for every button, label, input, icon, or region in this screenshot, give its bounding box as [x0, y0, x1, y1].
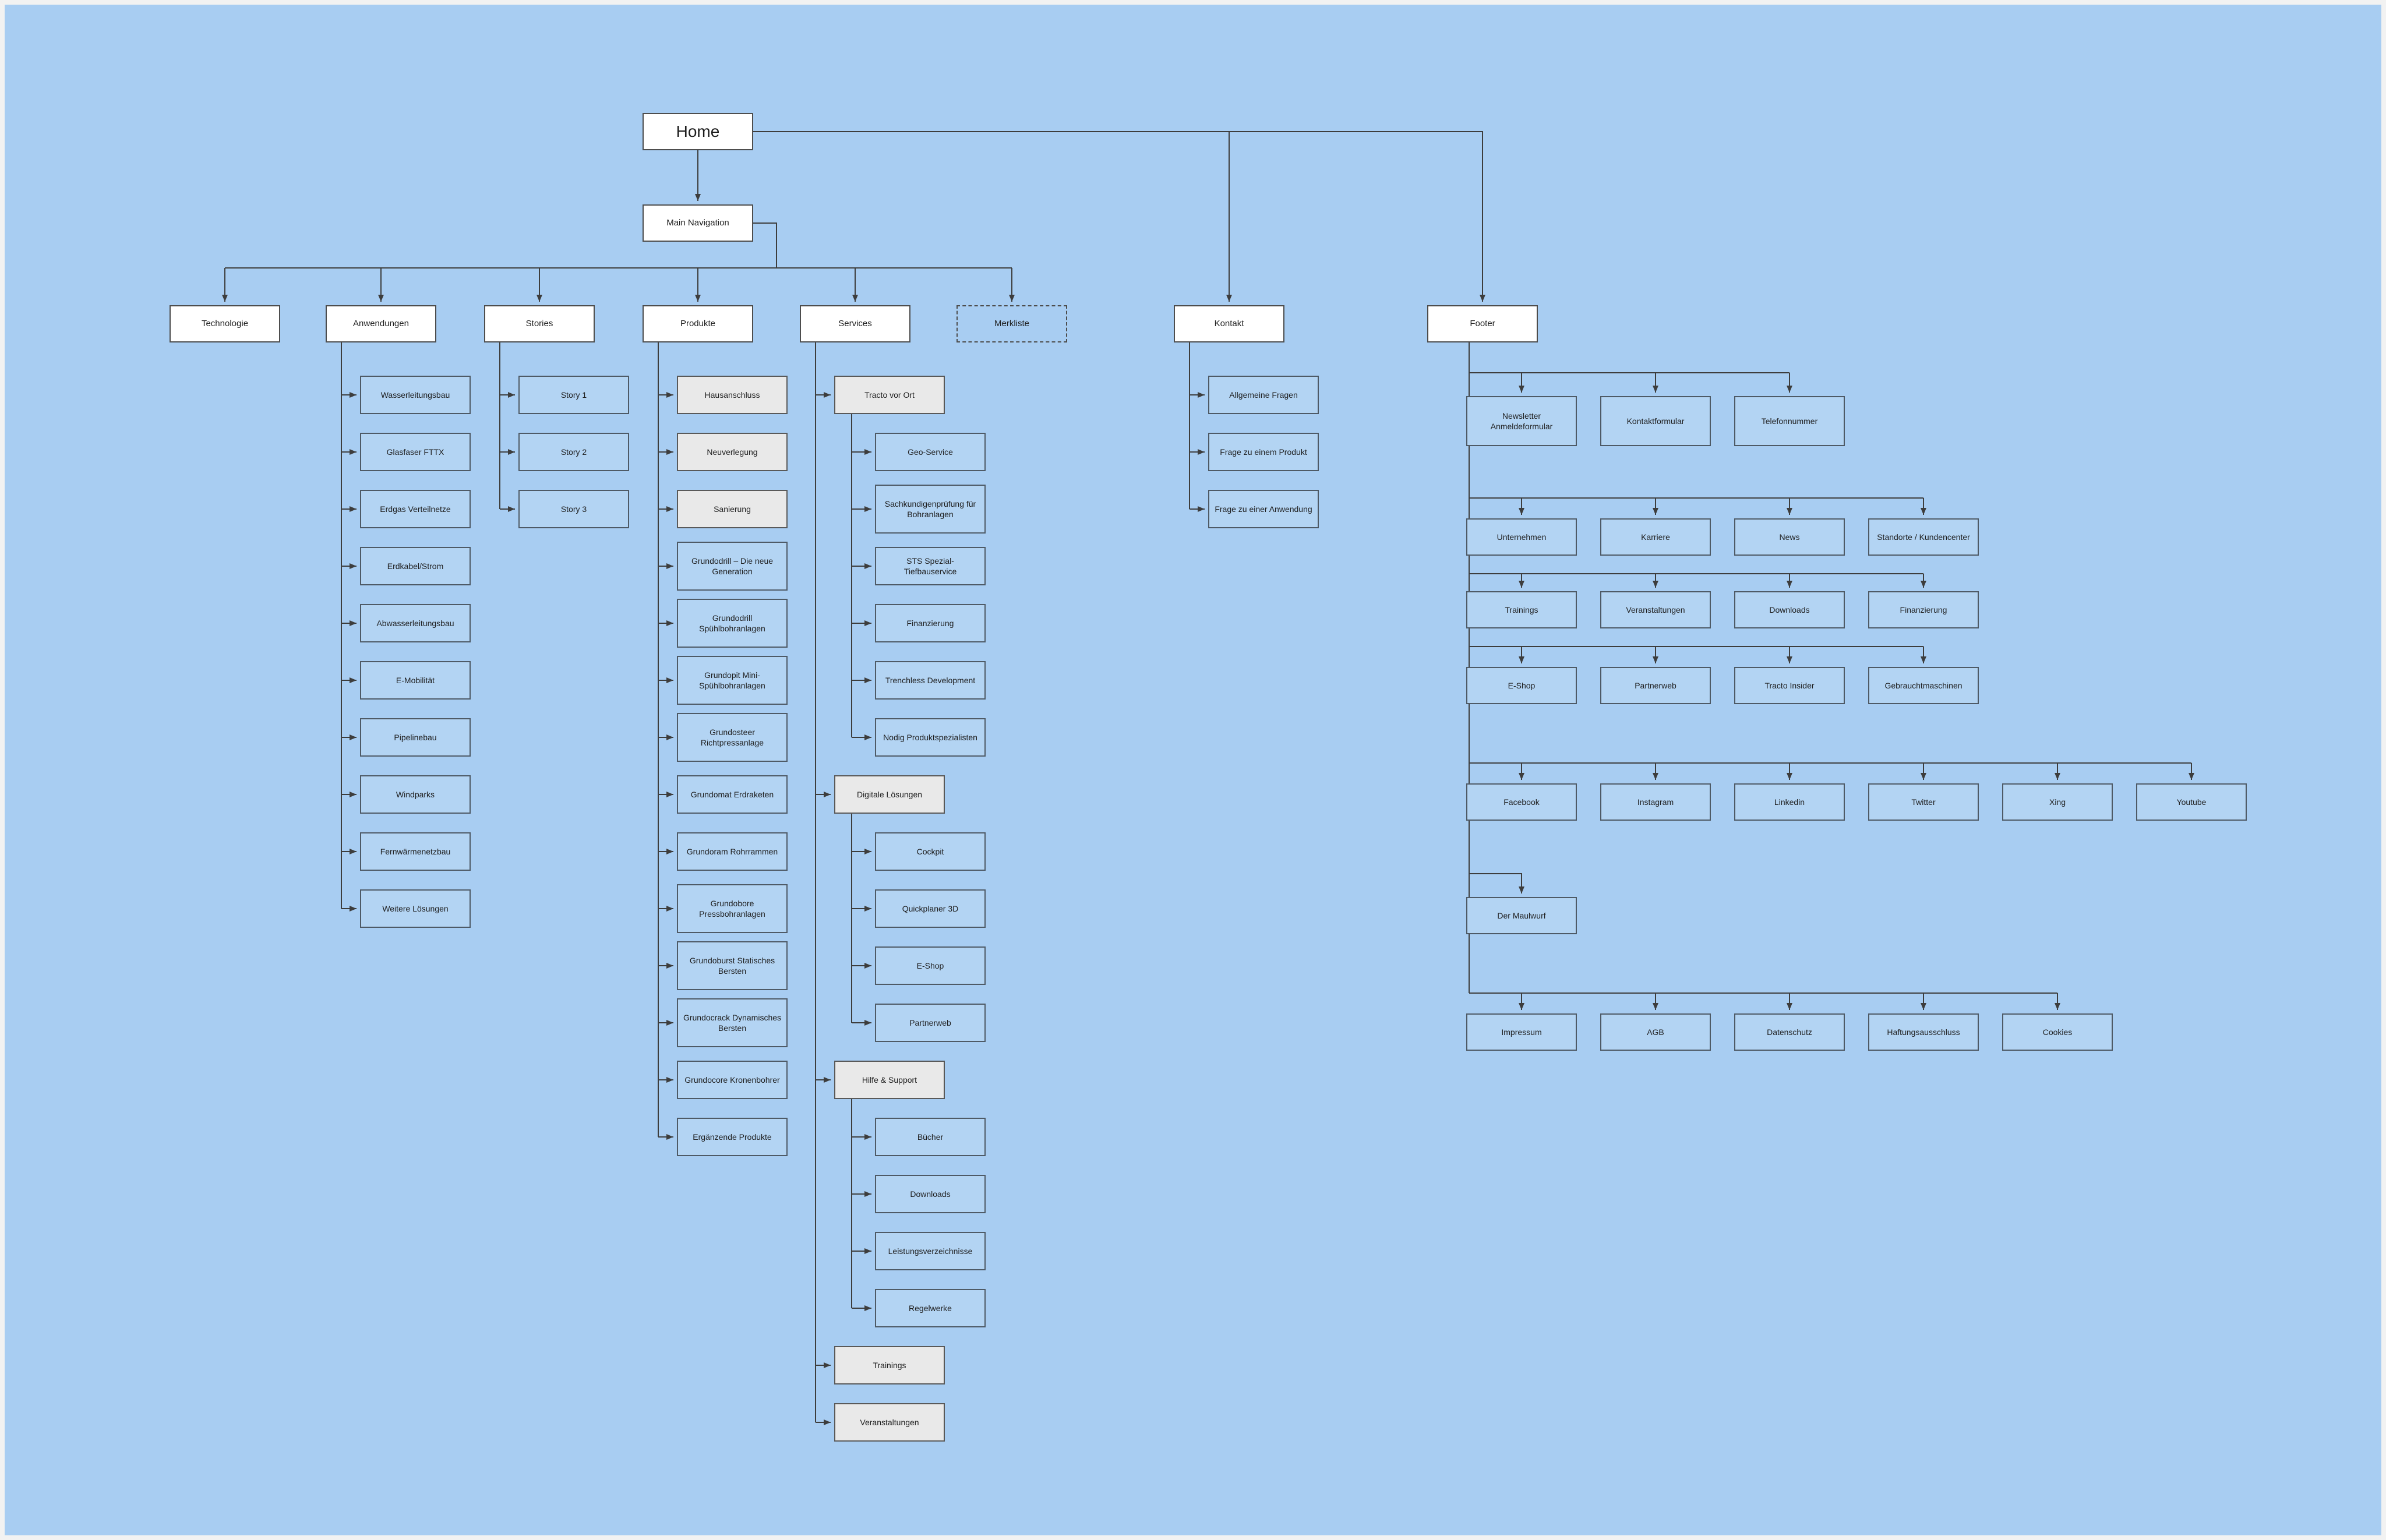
node-story-1[interactable]: Story 1 [518, 376, 629, 414]
node-kontaktformular[interactable]: Kontaktformular [1600, 396, 1711, 446]
node-finanzierung-footer[interactable]: Finanzierung [1868, 591, 1979, 628]
node-abwasserleitungsbau[interactable]: Abwasserleitungsbau [360, 604, 471, 642]
node-e-mobilitaet[interactable]: E-Mobilität [360, 661, 471, 700]
node-anwendungen[interactable]: Anwendungen [326, 305, 436, 342]
node-stories[interactable]: Stories [484, 305, 595, 342]
node-story-2[interactable]: Story 2 [518, 433, 629, 471]
node-downloads-footer[interactable]: Downloads [1734, 591, 1845, 628]
node-sts-spezial[interactable]: STS Spezial-Tiefbauservice [875, 547, 986, 585]
node-news[interactable]: News [1734, 518, 1845, 556]
node-tracto-vor-ort[interactable]: Tracto vor Ort [834, 376, 945, 414]
node-digitale-loesungen[interactable]: Digitale Lösungen [834, 775, 945, 814]
node-gebrauchtmaschinen[interactable]: Gebrauchtmaschinen [1868, 667, 1979, 704]
node-grundocrack[interactable]: Grundocrack Dynamisches Bersten [677, 998, 788, 1047]
node-story-3[interactable]: Story 3 [518, 490, 629, 528]
node-twitter[interactable]: Twitter [1868, 783, 1979, 821]
node-allgemeine-fragen[interactable]: Allgemeine Fragen [1208, 376, 1319, 414]
node-erdkabel-strom[interactable]: Erdkabel/Strom [360, 547, 471, 585]
node-windparks[interactable]: Windparks [360, 775, 471, 814]
node-e-shop-service[interactable]: E-Shop [875, 946, 986, 985]
node-youtube[interactable]: Youtube [2136, 783, 2247, 821]
node-grundopit-mini[interactable]: Grundopit Mini-Spühlbohranlagen [677, 656, 788, 705]
node-datenschutz[interactable]: Datenschutz [1734, 1013, 1845, 1051]
node-pipelinebau[interactable]: Pipelinebau [360, 718, 471, 757]
connector-line [753, 222, 777, 268]
node-frage-produkt[interactable]: Frage zu einem Produkt [1208, 433, 1319, 471]
node-finanzierung-service[interactable]: Finanzierung [875, 604, 986, 642]
node-hilfe-support[interactable]: Hilfe & Support [834, 1061, 945, 1099]
node-glasfaser-fttx[interactable]: Glasfaser FTTX [360, 433, 471, 471]
node-weitere-loesungen[interactable]: Weitere Lösungen [360, 889, 471, 928]
node-xing[interactable]: Xing [2002, 783, 2113, 821]
node-grundoram-rohrrammen[interactable]: Grundoram Rohrrammen [677, 832, 788, 871]
node-geo-service[interactable]: Geo-Service [875, 433, 986, 471]
node-grundomat-erdraketen[interactable]: Grundomat Erdraketen [677, 775, 788, 814]
node-quickplaner-3d[interactable]: Quickplaner 3D [875, 889, 986, 928]
node-grundodrill-spuehlbohranlagen[interactable]: Grundodrill Spühlbohranlagen [677, 599, 788, 648]
node-trainings-service[interactable]: Trainings [834, 1346, 945, 1384]
node-neuverlegung[interactable]: Neuverlegung [677, 433, 788, 471]
node-hausanschluss[interactable]: Hausanschluss [677, 376, 788, 414]
node-regelwerke[interactable]: Regelwerke [875, 1289, 986, 1327]
node-veranstaltungen-footer[interactable]: Veranstaltungen [1600, 591, 1711, 628]
node-downloads-service[interactable]: Downloads [875, 1175, 986, 1213]
node-buecher[interactable]: Bücher [875, 1118, 986, 1156]
node-telefonnummer[interactable]: Telefonnummer [1734, 396, 1845, 446]
node-fernwaermenetzbau[interactable]: Fernwärmenetzbau [360, 832, 471, 871]
node-agb[interactable]: AGB [1600, 1013, 1711, 1051]
node-veranstaltungen-service[interactable]: Veranstaltungen [834, 1403, 945, 1442]
node-ergaenzende-produkte[interactable]: Ergänzende Produkte [677, 1118, 788, 1156]
connector-line [753, 131, 1485, 302]
node-cockpit[interactable]: Cockpit [875, 832, 986, 871]
node-unternehmen[interactable]: Unternehmen [1466, 518, 1577, 556]
node-trainings-footer[interactable]: Trainings [1466, 591, 1577, 628]
node-kontakt[interactable]: Kontakt [1174, 305, 1284, 342]
diagram-canvas [5, 5, 2381, 1535]
node-main-navigation[interactable]: Main Navigation [643, 204, 753, 242]
node-sachkundigenpruefung[interactable]: Sachkundigenprüfung für Bohranlagen [875, 485, 986, 534]
node-haftungsausschluss[interactable]: Haftungsausschluss [1868, 1013, 1979, 1051]
node-grundoburst[interactable]: Grundoburst Statisches Bersten [677, 941, 788, 990]
node-frage-anwendung[interactable]: Frage zu einer Anwendung [1208, 490, 1319, 528]
node-impressum[interactable]: Impressum [1466, 1013, 1577, 1051]
node-home[interactable]: Home [643, 113, 753, 150]
node-newsletter-anmeldeformular[interactable]: Newsletter Anmeldeformular [1466, 396, 1577, 446]
node-sanierung[interactable]: Sanierung [677, 490, 788, 528]
node-partnerweb-footer[interactable]: Partnerweb [1600, 667, 1711, 704]
node-karriere[interactable]: Karriere [1600, 518, 1711, 556]
node-produkte[interactable]: Produkte [643, 305, 753, 342]
node-merkliste[interactable]: Merkliste [956, 305, 1067, 342]
node-footer[interactable]: Footer [1427, 305, 1538, 342]
node-trenchless-development[interactable]: Trenchless Development [875, 661, 986, 700]
node-grundobore[interactable]: Grundobore Pressbohranlagen [677, 884, 788, 933]
node-standorte-kundencenter[interactable]: Standorte / Kundencenter [1868, 518, 1979, 556]
node-tracto-insider[interactable]: Tracto Insider [1734, 667, 1845, 704]
node-wasserleitungsbau[interactable]: Wasserleitungsbau [360, 376, 471, 414]
node-partnerweb-service[interactable]: Partnerweb [875, 1004, 986, 1042]
node-leistungsverzeichnisse[interactable]: Leistungsverzeichnisse [875, 1232, 986, 1270]
node-services[interactable]: Services [800, 305, 910, 342]
node-linkedin[interactable]: Linkedin [1734, 783, 1845, 821]
node-instagram[interactable]: Instagram [1600, 783, 1711, 821]
node-facebook[interactable]: Facebook [1466, 783, 1577, 821]
node-erdgas-verteilnetze[interactable]: Erdgas Verteilnetze [360, 490, 471, 528]
connector-line [1469, 873, 1524, 893]
node-cookies[interactable]: Cookies [2002, 1013, 2113, 1051]
node-technologie[interactable]: Technologie [170, 305, 280, 342]
node-grundodrill-generation[interactable]: Grundodrill – Die neue Generation [677, 542, 788, 591]
node-der-maulwurf[interactable]: Der Maulwurf [1466, 897, 1577, 934]
node-e-shop-footer[interactable]: E-Shop [1466, 667, 1577, 704]
node-nodig-produktspezialisten[interactable]: Nodig Produktspezialisten [875, 718, 986, 757]
node-grundocore[interactable]: Grundocore Kronenbohrer [677, 1061, 788, 1099]
node-grundosteer[interactable]: Grundosteer Richtpressanlage [677, 713, 788, 762]
